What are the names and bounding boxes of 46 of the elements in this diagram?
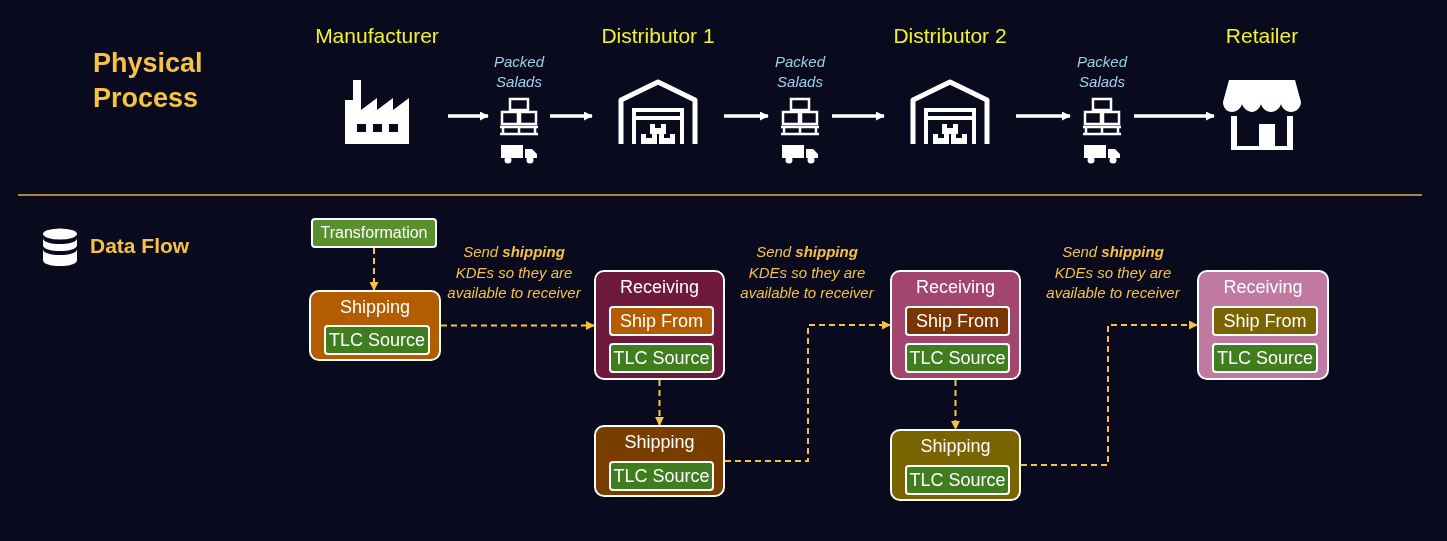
data-field-box: TLC Source	[609, 343, 714, 373]
edge-label: Send shipping KDEs so they are available to receiver	[1045, 242, 1181, 303]
dashed-arrow	[655, 379, 664, 426]
dashed-arrow	[1020, 320, 1198, 466]
process-box	[890, 270, 1021, 380]
data-field-box: Ship From	[905, 306, 1010, 336]
arrow	[1016, 111, 1071, 121]
box-title: Receiving	[1222, 276, 1304, 298]
section-heading: Data Flow	[90, 233, 191, 259]
node-heading: Distributor 1	[601, 23, 715, 49]
edge-label: Send shipping KDEs so they are available to receiver	[446, 242, 582, 303]
cargo-label: Packed Salads	[773, 52, 827, 92]
arrow	[1134, 111, 1215, 121]
process-box: Transformation	[311, 218, 437, 248]
process-box	[594, 270, 725, 380]
data-field-box: TLC Source	[905, 343, 1010, 373]
cargo-label: Packed Salads	[492, 52, 546, 92]
node-heading: Retailer	[1225, 23, 1299, 49]
node-heading: Distributor 2	[893, 23, 1007, 49]
dashed-arrow	[440, 321, 595, 330]
dashed-arrow	[369, 247, 379, 291]
arrow	[724, 111, 769, 121]
data-field-box: TLC Source	[324, 325, 430, 355]
data-field-box: Ship From	[1212, 306, 1318, 336]
data-field-box: TLC Source	[609, 461, 714, 491]
arrow	[448, 111, 489, 121]
box-title: Shipping	[919, 435, 992, 457]
data-field-box: TLC Source	[905, 465, 1010, 495]
cargo-label: Packed Salads	[1075, 52, 1129, 92]
arrow	[832, 111, 885, 121]
box-title: Shipping	[338, 296, 412, 318]
node-heading: Manufacturer	[315, 23, 439, 49]
dashed-arrow	[724, 320, 891, 462]
data-field-box: Ship From	[609, 306, 714, 336]
box-title: Receiving	[914, 276, 996, 298]
edge-label: Send shipping KDEs so they are available to receiver	[739, 242, 875, 303]
section-heading: Physical Process	[93, 47, 204, 115]
process-box	[1197, 270, 1329, 380]
process-box	[890, 429, 1021, 501]
data-field-box: TLC Source	[1212, 343, 1318, 373]
dashed-arrow	[951, 379, 960, 430]
process-box	[594, 425, 725, 497]
process-box	[309, 290, 441, 361]
box-title: Shipping	[623, 431, 696, 453]
arrow	[550, 111, 593, 121]
box-title: Receiving	[618, 276, 700, 298]
